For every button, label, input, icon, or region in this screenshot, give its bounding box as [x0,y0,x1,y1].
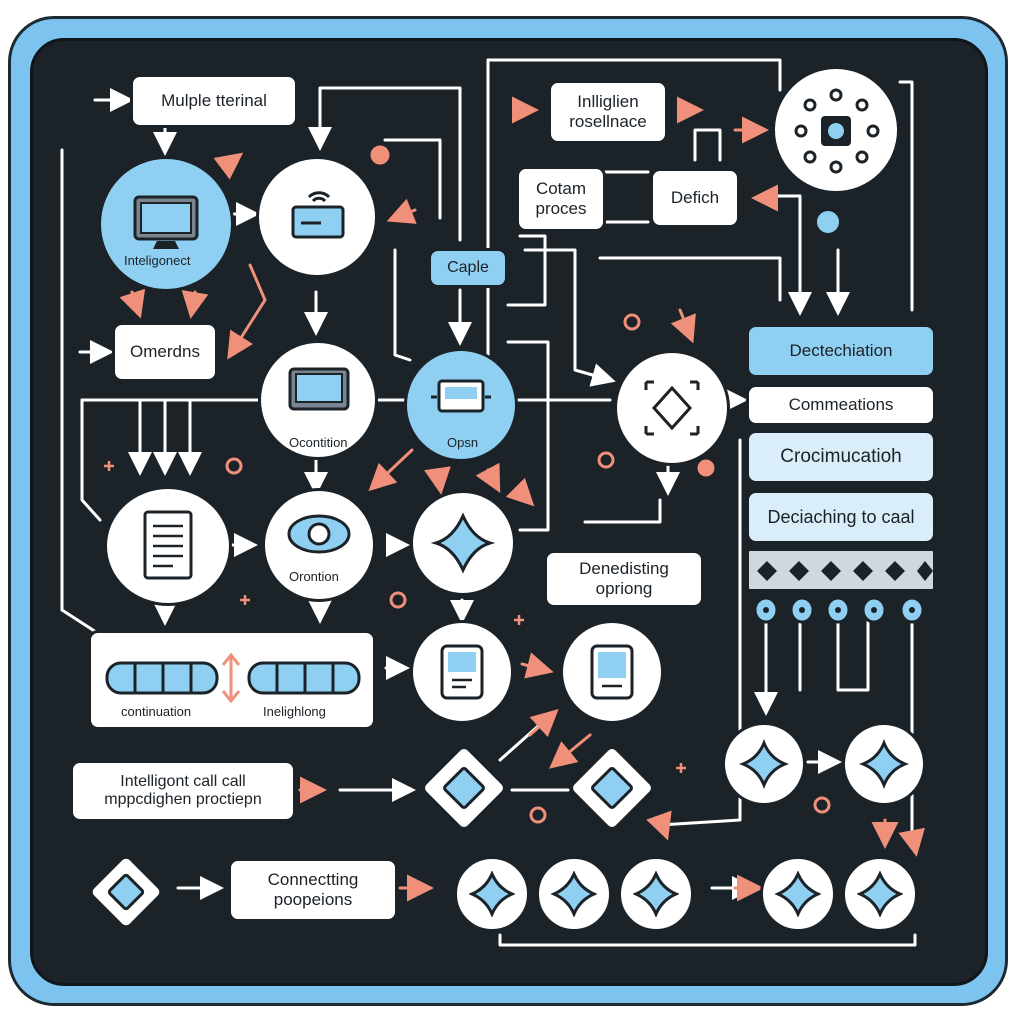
node-ocontiton: Ocontition [258,340,378,460]
monitor-icon [133,195,199,249]
port-dots-icon [753,596,925,624]
monitor-icon [288,367,350,411]
diamond-icon [859,739,909,789]
label-inelightong: Inelighlong [263,704,326,719]
box-continuation-chain: continuation Inelighlong [88,630,376,730]
diamond-icon [633,871,679,917]
diamond-icon [430,512,496,574]
node-diamond-hub [614,350,730,466]
node-gear-hub [772,66,900,194]
diamond-inner [106,872,146,912]
box-deciaching-to-caal: Deciaching to caal [746,490,936,544]
node-bottom-2 [536,856,612,932]
node-opsn: Opsn [404,348,518,462]
document-icon [143,510,193,580]
box-defich: Defich [650,168,740,228]
node-bottom-5 [842,856,918,932]
label-ocontiton: Ocontition [289,435,348,450]
label-opsn: Opsn [447,435,479,450]
node-diamond-right-1 [722,722,806,806]
strip-diamonds-icon [757,561,933,581]
diamond-icon [469,871,515,917]
label-orontion: Orontion [289,569,339,584]
tablet-icon [440,644,484,700]
tablet-icon [590,644,634,700]
box-omerdns: Omerdns [112,322,218,382]
box-decteschiation: Dectechiation [746,324,936,378]
node-diamond-right-2 [842,722,926,806]
diamond-icon [551,871,597,917]
diamond-icon [775,871,821,917]
box-intelligent-resolution: Inlliglien rosellnace [548,80,668,144]
node-bottom-4 [760,856,836,932]
node-bottom-1 [454,856,530,932]
label-continuation: continuation [121,704,192,719]
box-multiple-terminal: Mulple tterinal [130,74,298,128]
gear-icon [794,88,880,174]
diamond-inner [589,765,635,811]
port-row [752,596,932,626]
diamond-icon [857,871,903,917]
connector-strip [746,548,936,592]
card-icon [291,191,345,239]
node-terminal [98,156,234,292]
node-tablet-a [410,620,514,724]
node-card-reader [256,156,378,278]
node-orontion: Orontion [262,488,376,602]
label-inteligonect: Inteligonect [124,253,191,268]
box-intelligent-call: Intelligont call call mppcdighen proctie… [70,760,296,822]
diamond-icon [739,739,789,789]
box-cotam-process: Cotam proces [516,166,606,232]
card-icon [431,379,491,413]
box-connecting-pooepions: Connectting poopeions [228,858,398,922]
node-document [104,486,232,606]
eye-icon [287,514,351,554]
node-bottom-3 [618,856,694,932]
node-diamond-a [410,490,516,596]
node-tablet-b [560,620,664,724]
diamond-inner [441,765,487,811]
chain-links-icon [105,652,361,703]
diamond-icon [644,380,700,436]
box-denedisting-opriong: Denedisting opriong [544,550,704,608]
box-caple: Caple [428,248,508,288]
box-connections: Commeations [746,384,936,426]
box-crocimucation: Crocimucatioh [746,430,936,484]
